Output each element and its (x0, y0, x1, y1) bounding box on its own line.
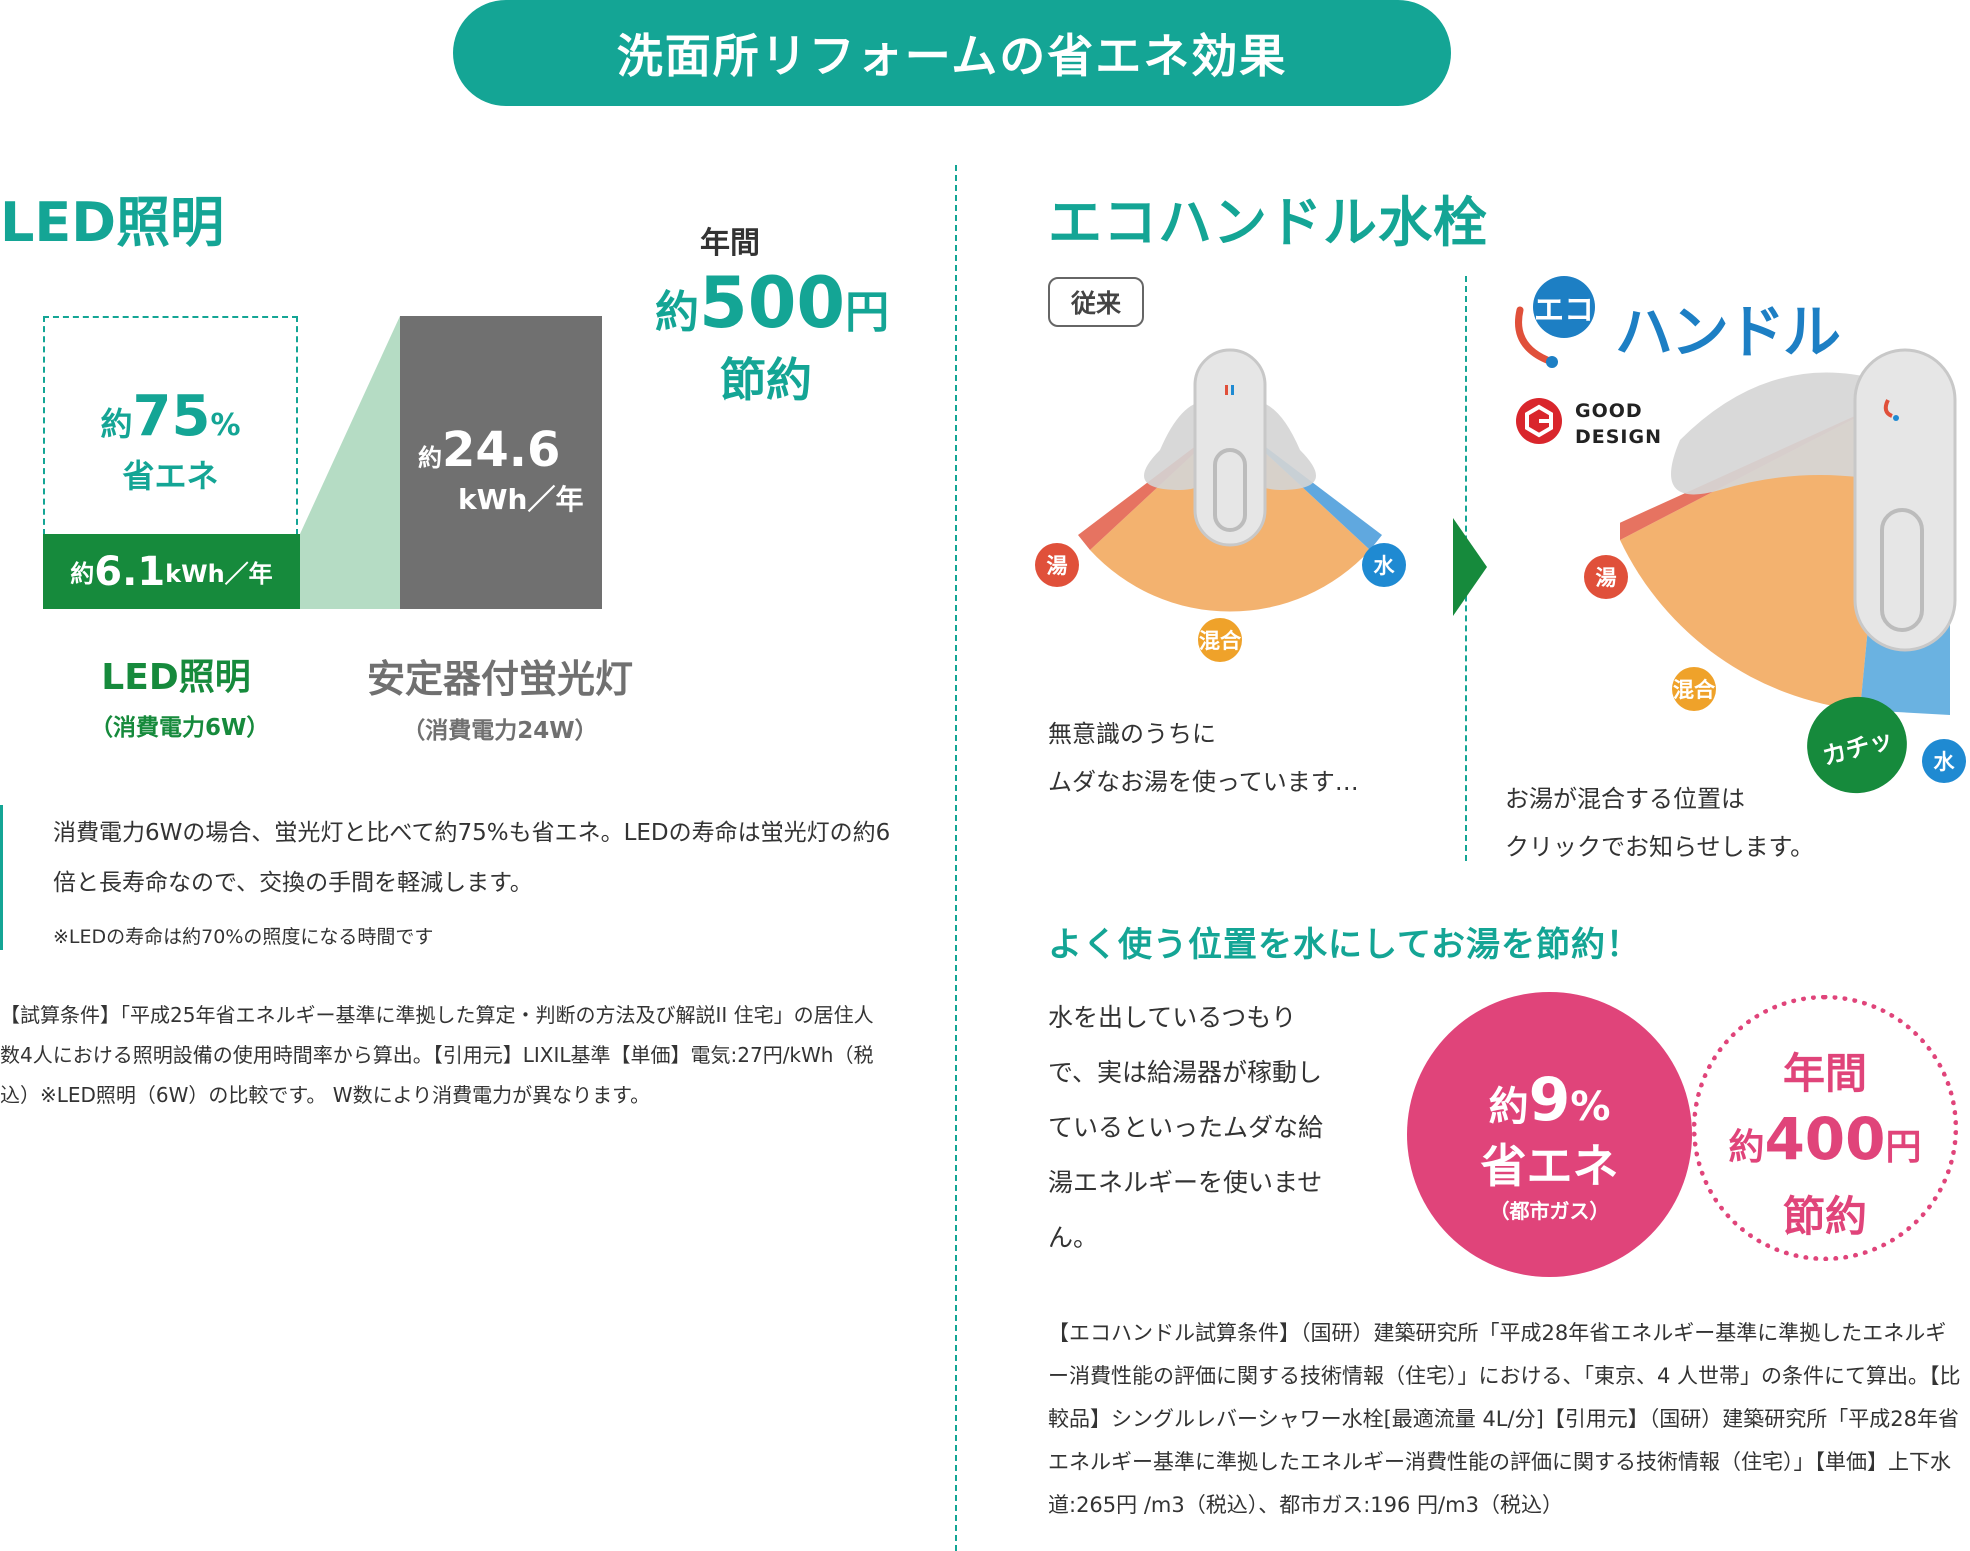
dotted-value: 400 (1764, 1105, 1886, 1173)
pink-prefix: 約 (1488, 1084, 1529, 1130)
led-saving-label: 約75% 省エネ (43, 384, 298, 497)
led-description: 消費電力6Wの場合、蛍光灯と比べて約75%も省エネ。LEDの寿命は蛍光灯の約6倍… (53, 820, 891, 896)
led-caption-sub: （消費電力6W） (90, 715, 270, 741)
good-design-line1: GOOD (1575, 400, 1643, 422)
led-bar-value: 6.1 (94, 548, 166, 595)
saving-suffix: 節約 (720, 353, 812, 407)
section-title: 洗面所リフォームの省エネ効果 (616, 29, 1288, 83)
good-design-logo-icon (1516, 398, 1562, 444)
eco-caption-line1: お湯が混合する位置は (1505, 785, 1745, 813)
conventional-caption-line1: 無意識のうちに (1048, 720, 1216, 748)
led-bar-unit: kWh／年 (165, 560, 273, 588)
eco-caption: お湯が混合する位置は クリックでお知らせします。 (1505, 775, 1814, 871)
annual-saving-amount: 約500円 (655, 262, 889, 344)
good-design-line2: DESIGN (1575, 426, 1663, 448)
fluorescent-bar-unit: kWh／年 (458, 483, 584, 516)
pink-unit: % (1570, 1084, 1611, 1130)
led-calc-conditions: 【試算条件】「平成25年省エネルギー基準に準拠した算定・判断の方法及び解説II … (0, 1003, 874, 1107)
pink-value: 9 (1528, 1065, 1571, 1135)
led-note: ※LEDの寿命は約70%の照度になる時間です (53, 926, 434, 948)
fluorescent-caption: 安定器付蛍光灯 （消費電力24W） (355, 648, 645, 745)
eco-handle-heading: エコハンドル水栓 (1048, 191, 1488, 254)
fluorescent-consumption-bar (400, 316, 602, 609)
center-divider (955, 165, 957, 1551)
section-title-banner: 洗面所リフォームの省エネ効果 (453, 0, 1451, 106)
energy-saving-sub: （都市ガス） (1489, 1199, 1610, 1223)
conventional-hot-label: 湯 (1035, 543, 1079, 587)
eco-calc-conditions: 【エコハンドル試算条件】（国研）建築研究所「平成28年省エネルギー基準に準拠した… (1048, 1321, 1961, 1517)
conventional-caption: 無意識のうちに ムダなお湯を使っています… (1048, 710, 1359, 806)
fluorescent-bar-value: 約24.6 (418, 422, 560, 478)
box-percent: 75 (132, 384, 211, 449)
cost-saving-suffix: 節約 (1782, 1192, 1867, 1241)
eco-faucet-illustration (1620, 348, 1957, 715)
arrow-right-icon (1453, 518, 1487, 616)
good-design-text: GOOD DESIGN (1575, 398, 1662, 450)
tip-body: 水を出しているつもりで、実は給湯器が稼動しているといったムダな給湯エネルギーを使… (1048, 1003, 1324, 1252)
eco-handle-logo-swoosh-icon (1515, 306, 1558, 368)
conventional-caption-line2: ムダなお湯を使っています… (1048, 768, 1359, 796)
led-bar-prefix: 約 (70, 560, 95, 588)
led-caption: LED照明 （消費電力6W） (90, 648, 270, 742)
eco-logo-badge: エコ (1533, 276, 1595, 338)
saving-value: 500 (699, 262, 846, 344)
conventional-mix-label: 混合 (1198, 618, 1242, 662)
cost-saving-value: 約400円 (1692, 1105, 1958, 1173)
eco-mix-label: 混合 (1672, 667, 1716, 711)
fluorescent-caption-sub: （消費電力24W） (402, 718, 598, 744)
box-label: 省エネ (122, 457, 219, 495)
comparison-connector (300, 316, 400, 609)
energy-saving-value: 約9% (1407, 1065, 1692, 1135)
fluor-bar-prefix: 約 (418, 444, 442, 472)
led-caption-title: LED照明 (101, 657, 251, 698)
conventional-cold-label: 水 (1362, 543, 1406, 587)
saving-prefix: 約 (655, 287, 699, 338)
eco-hot-label: 湯 (1584, 555, 1628, 599)
dotted-prefix: 約 (1728, 1127, 1765, 1168)
box-percent-sign: % (210, 408, 241, 443)
eco-cold-label: 水 (1922, 739, 1966, 783)
description-accent-bar (0, 805, 3, 950)
cost-saving-annual: 年間 (1782, 1049, 1867, 1098)
annual-label: 年間 (700, 226, 760, 261)
conventional-faucet-illustration (1078, 348, 1382, 612)
led-heading: LED照明 (0, 191, 225, 254)
fluorescent-caption-title: 安定器付蛍光灯 (366, 657, 633, 701)
eco-logo-text: ハンドル (1615, 298, 1841, 366)
energy-saving-circle (1407, 992, 1692, 1277)
saving-unit: 円 (845, 287, 890, 338)
tip-heading: よく使う位置を水にしてお湯を節約！ (1048, 925, 1641, 965)
cost-saving-circle (1692, 995, 1958, 1261)
conventional-tag: 従来 (1048, 277, 1144, 327)
eco-caption-line2: クリックでお知らせします。 (1505, 833, 1815, 861)
energy-saving-label: 省エネ (1480, 1139, 1619, 1193)
dotted-unit: 円 (1885, 1127, 1922, 1168)
box-prefix: 約 (100, 405, 133, 443)
fluor-bar-number: 24.6 (442, 422, 561, 478)
